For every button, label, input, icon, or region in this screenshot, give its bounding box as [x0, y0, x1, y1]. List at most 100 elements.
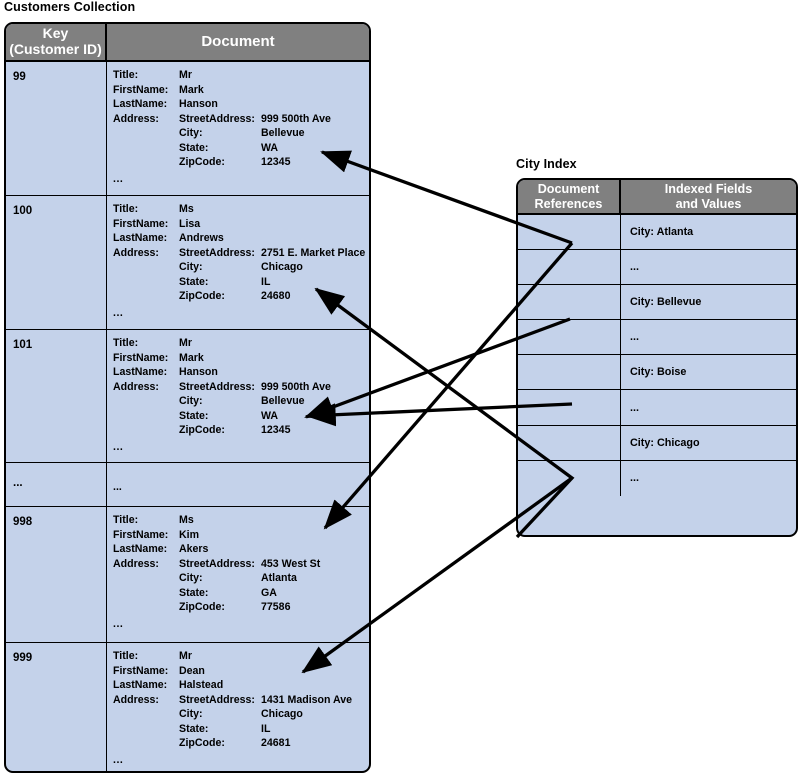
index-row[interactable]: ...: [518, 250, 796, 286]
field-zip-code: ZipCode: 12345: [113, 423, 369, 438]
city-index-table: Document References Indexed Fields and V…: [516, 178, 798, 537]
field-value-last-name: Hanson: [179, 366, 218, 379]
field-value-first-name: Mark: [179, 83, 204, 96]
field-label-first-name: FirstName:: [113, 351, 169, 364]
field-label-state: State:: [179, 275, 209, 288]
field-first-name: FirstName: Mark: [113, 351, 369, 366]
spacer: [113, 600, 179, 615]
table-row[interactable]: 99 Title: Mr FirstName: Mark LastName: H…: [6, 62, 369, 196]
field-state: State: WA: [113, 141, 369, 156]
spacer: [113, 736, 179, 751]
field-last-name: LastName: Halstead: [113, 678, 369, 693]
field-value-title: Ms: [179, 514, 194, 526]
field-city: City: Chicago: [113, 260, 369, 275]
document-ellipsis: ...: [113, 753, 124, 766]
field-value-street-address: 999 500th Ave: [261, 112, 331, 125]
field-label-zip-code: ZipCode:: [179, 156, 225, 169]
field-city: City: Bellevue: [113, 126, 369, 141]
field-value-city: Bellevue: [261, 395, 305, 408]
index-caption: City Index: [516, 157, 577, 171]
cell-document: Title: Mr FirstName: Mark LastName: Hans…: [107, 330, 369, 462]
field-value-zip-code: 24680: [261, 290, 291, 303]
field-value-last-name: Akers: [179, 543, 209, 556]
field-street-address: Address: StreetAddress: 999 500th Ave: [113, 380, 369, 395]
spacer: [113, 289, 179, 304]
field-label-state: State:: [179, 586, 209, 599]
index-row[interactable]: City: Boise: [518, 355, 796, 391]
cell-indexed-value: City: Boise: [630, 366, 687, 379]
spacer: [113, 141, 179, 156]
field-label-first-name: FirstName:: [113, 664, 169, 677]
document-body: Title: Mr FirstName: Mark LastName: Hans…: [113, 68, 369, 186]
field-label-title: Title:: [113, 203, 139, 215]
cell-document: ...: [107, 463, 369, 506]
field-title: Title: Mr: [113, 336, 369, 351]
field-label-state: State:: [179, 409, 209, 422]
field-value-first-name: Dean: [179, 664, 205, 677]
cell-key: 99: [6, 62, 107, 195]
field-value-zip-code: 77586: [261, 601, 291, 614]
field-value-city: Chicago: [261, 708, 303, 721]
index-row[interactable]: City: Bellevue: [518, 285, 796, 321]
cell-document-references: [518, 460, 621, 496]
document-body: Title: Ms FirstName: Kim LastName: Akers…: [113, 513, 369, 631]
field-zip-code: ZipCode: 12345: [113, 155, 369, 170]
field-value-title: Mr: [179, 69, 192, 81]
field-value-title: Mr: [179, 650, 192, 662]
field-state: State: IL: [113, 275, 369, 290]
column-header-document: Document: [201, 32, 275, 50]
field-value-state: IL: [261, 275, 271, 288]
cell-document: Title: Mr FirstName: Dean LastName: Hals…: [107, 643, 369, 771]
field-value-zip-code: 24681: [261, 737, 291, 750]
column-header-key: Key (Customer ID): [6, 24, 107, 60]
field-label-address: Address:: [113, 380, 159, 393]
cell-key: 100: [6, 196, 107, 329]
field-label-first-name: FirstName:: [113, 217, 169, 230]
field-label-title: Title:: [113, 337, 139, 349]
field-label-address: Address:: [113, 246, 159, 259]
field-title: Title: Ms: [113, 202, 369, 217]
field-value-city: Atlanta: [261, 572, 297, 585]
table-row[interactable]: 998 Title: Ms FirstName: Kim LastName: A…: [6, 507, 369, 643]
document-ellipsis: ...: [113, 481, 122, 493]
field-label-city: City:: [179, 261, 203, 274]
field-city: City: Chicago: [113, 707, 369, 722]
field-value-zip-code: 12345: [261, 424, 291, 437]
field-label-address: Address:: [113, 693, 159, 706]
index-row[interactable]: City: Atlanta: [518, 215, 796, 251]
field-value-city: Chicago: [261, 261, 303, 274]
field-zip-code: ZipCode: 24681: [113, 736, 369, 751]
index-row[interactable]: ...: [518, 320, 796, 356]
spacer: [113, 155, 179, 170]
index-row[interactable]: City: Chicago: [518, 425, 796, 461]
field-value-title: Ms: [179, 203, 194, 215]
field-street-address: Address: StreetAddress: 1431 Madison Ave: [113, 693, 369, 708]
table-row[interactable]: 101 Title: Mr FirstName: Mark LastName: …: [6, 330, 369, 463]
collection-header-row: Key (Customer ID) Document: [6, 24, 369, 62]
index-row[interactable]: ...: [518, 390, 796, 426]
cell-document-references: [518, 285, 621, 320]
field-label-street-address: StreetAddress:: [179, 112, 255, 125]
field-label-last-name: LastName:: [113, 98, 168, 111]
table-row[interactable]: 999 Title: Mr FirstName: Dean LastName: …: [6, 643, 369, 771]
cell-indexed-value: ...: [630, 472, 639, 485]
table-row-ellipsis[interactable]: ... ...: [6, 463, 369, 507]
cell-key: 101: [6, 330, 107, 462]
column-header-document-references: Document References: [518, 180, 621, 213]
cell-key: ...: [6, 463, 107, 506]
field-value-city: Bellevue: [261, 127, 305, 140]
customers-collection-table: Key (Customer ID) Document 99 Title: Mr …: [4, 22, 371, 773]
field-value-state: WA: [261, 409, 279, 422]
field-state: State: IL: [113, 722, 369, 737]
table-row[interactable]: 100 Title: Ms FirstName: Lisa LastName: …: [6, 196, 369, 330]
document-body: Title: Mr FirstName: Mark LastName: Hans…: [113, 336, 369, 454]
field-label-city: City:: [179, 572, 203, 585]
field-label-street-address: StreetAddress:: [179, 693, 255, 706]
cell-key: 998: [6, 507, 107, 642]
field-label-city: City:: [179, 395, 203, 408]
spacer: [113, 571, 179, 586]
field-value-street-address: 2751 E. Market Place: [261, 246, 366, 259]
cell-document-references: [518, 215, 621, 250]
index-row[interactable]: ...: [518, 460, 796, 496]
column-header-indexed-fields-and-values: Indexed Fields and Values: [664, 182, 753, 211]
